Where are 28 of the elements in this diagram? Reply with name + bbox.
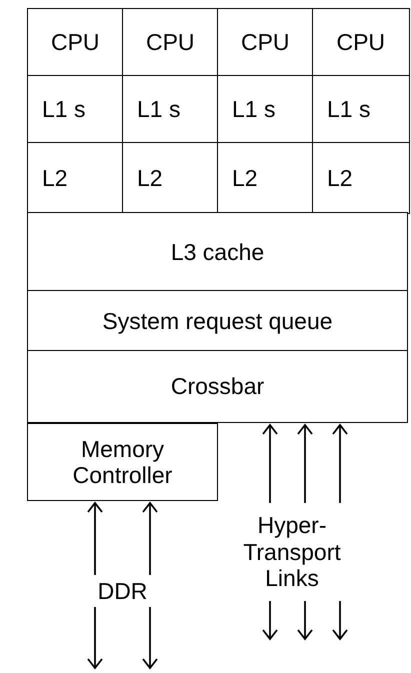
crossbar-bar: Crossbar xyxy=(27,350,408,423)
cache-cell: L1 s xyxy=(122,75,218,144)
queue-bar: System request queue xyxy=(27,290,408,352)
cache-cell: L1 s xyxy=(27,75,124,144)
arrow xyxy=(262,424,278,503)
cache-bar: L3 cache xyxy=(27,212,408,292)
controller-box: Memory Controller xyxy=(27,423,218,501)
cpu-cell: CPU xyxy=(27,8,124,76)
cpu-cell: CPU xyxy=(312,8,410,76)
arrow xyxy=(87,607,103,669)
cpu-cell: CPU xyxy=(122,8,218,76)
cache-cell: L2 xyxy=(27,142,124,214)
cpu-cell: CPU xyxy=(217,8,314,76)
arrow xyxy=(142,502,158,575)
cache-cell: L2 xyxy=(312,142,410,214)
bus-label: DDR xyxy=(80,575,165,607)
arrow xyxy=(87,502,103,575)
arrow xyxy=(297,424,313,503)
arrow xyxy=(262,601,278,640)
links-label: Hyper- Transport Links xyxy=(232,503,352,601)
cache-cell: L1 s xyxy=(312,75,410,144)
arrow xyxy=(142,607,158,669)
arrow xyxy=(332,424,348,503)
cache-cell: L2 xyxy=(122,142,218,214)
arrow xyxy=(332,601,348,640)
cache-cell: L2 xyxy=(217,142,314,214)
cache-cell: L1 s xyxy=(217,75,314,144)
arrow xyxy=(297,601,313,640)
